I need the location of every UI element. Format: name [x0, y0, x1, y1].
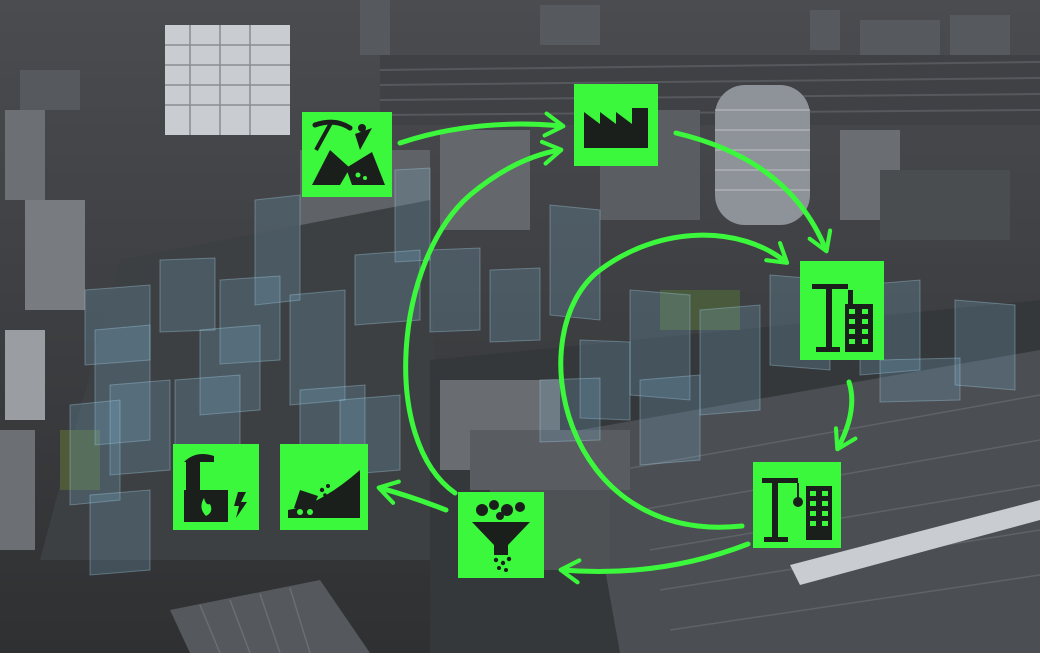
arrow-mining-to-factory [397, 111, 566, 146]
arrow-construction-2-to-recycling [558, 541, 751, 585]
pickaxe-rock-icon [312, 119, 385, 185]
node-recycling [458, 492, 544, 578]
node-mining [302, 112, 392, 197]
arrow-recycling-to-factory [403, 139, 564, 496]
node-construction-1 [800, 261, 884, 360]
crane-building-icon [812, 284, 873, 352]
node-construction-2 [753, 462, 841, 548]
arrow-recycling-to-landfill [376, 479, 449, 513]
crane-demolition-building-icon [762, 478, 832, 542]
power-plant-fire-lightning-icon [184, 454, 247, 522]
node-factory [574, 84, 658, 166]
node-energy [173, 444, 259, 530]
proposed-buildings-overlay [69, 167, 1016, 576]
arrow-factory-to-construction-1 [673, 130, 833, 254]
factory-icon [584, 108, 648, 148]
landfill-icon [288, 470, 360, 518]
arrow-reuse-loop [558, 232, 790, 530]
flow-arrows [376, 111, 858, 585]
node-landfill [280, 444, 368, 530]
arrow-construction-1-to-construction-2 [833, 379, 858, 452]
crushing-funnel-icon [472, 500, 530, 572]
